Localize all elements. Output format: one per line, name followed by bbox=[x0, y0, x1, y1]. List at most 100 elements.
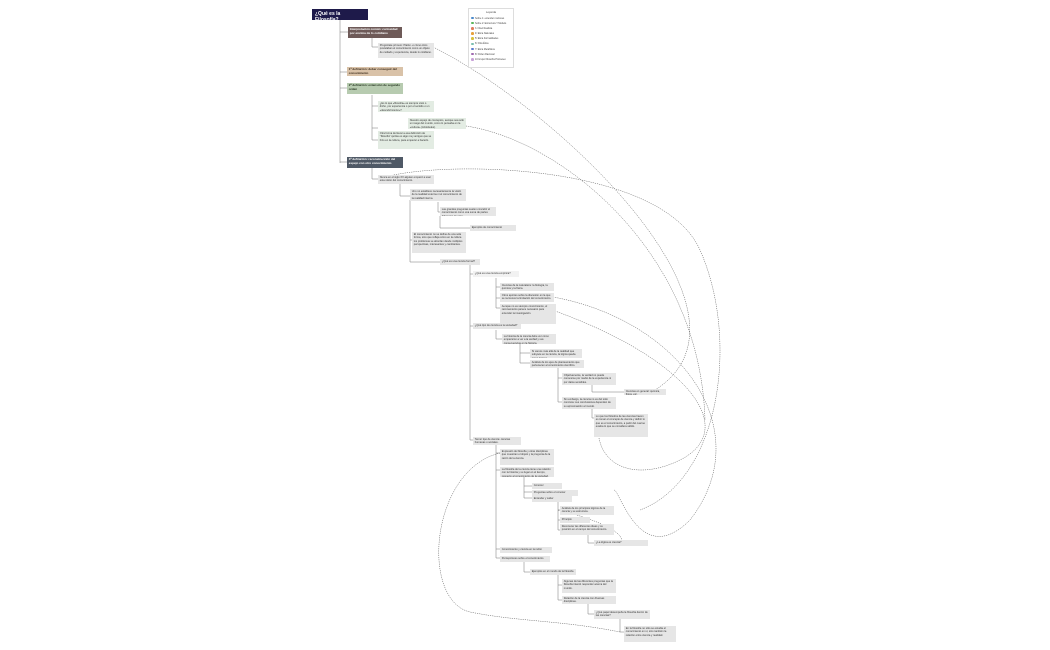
note-science-reality[interactable]: En la filosofía no sólo se estudia el co… bbox=[624, 626, 676, 642]
branch-second-definition[interactable]: 2ª definición: extensión de segundo orde… bbox=[347, 83, 403, 94]
edge-n33 bbox=[587, 533, 594, 544]
legend-item-label: Sobre 2: Estructura Y Modelo bbox=[474, 21, 507, 25]
legend-item[interactable]: 6ª Otra Ética bbox=[471, 41, 511, 46]
note-knowledge-definition[interactable]: El conocimiento no se define de una sola… bbox=[412, 232, 466, 253]
note-knowledge-limits[interactable]: Otros aportes sobre la discusión en la q… bbox=[500, 293, 554, 302]
map-title[interactable]: ¿Qué es la Filosofía? bbox=[312, 9, 368, 20]
edge-n5-n6 bbox=[399, 184, 410, 197]
legend-item-label: Sobre 1: extender nociones bbox=[474, 16, 505, 20]
legend-color-dot-icon bbox=[471, 42, 474, 46]
legend-color-dot-icon bbox=[471, 37, 474, 40]
note-other-definition[interactable]: Otra forma de llevar a esa definición de… bbox=[378, 131, 434, 149]
note-principle[interactable]: Principio bbox=[560, 517, 590, 523]
edge-n17-sub bbox=[519, 344, 530, 364]
note-logical-principles[interactable]: Análisis de los principios lógicos de la… bbox=[560, 506, 614, 515]
relation-link-3 bbox=[378, 168, 721, 511]
edge-n7-n8 bbox=[439, 216, 470, 229]
note-axes-analysis[interactable]: Análisis de los ejes de planteamiento qu… bbox=[530, 360, 584, 368]
note-questions-knowing[interactable]: Preguntas sobre el conocer bbox=[532, 490, 578, 496]
legend-item[interactable]: Sobre 2: Estructura Y Modelo bbox=[471, 21, 511, 26]
edge-n36-sub bbox=[523, 562, 530, 573]
legend-title: Leyenda bbox=[486, 11, 496, 14]
note-objective-truth[interactable]: Objetivamente, la verdad no puede conoce… bbox=[562, 373, 616, 385]
note-society-science[interactable]: ¿Qué tipo de ciencia es la sociedad? bbox=[473, 323, 521, 329]
legend-item[interactable]: 8ª Orden Racional bbox=[471, 52, 511, 57]
note-philosophy-seen[interactable]: ¿Es lo que «filosofía» es siempre visto … bbox=[378, 101, 434, 112]
edge-n23 bbox=[591, 406, 594, 419]
edge-b1-n1 bbox=[371, 37, 378, 48]
legend-item[interactable]: 4ª Etica Naturales bbox=[471, 31, 511, 36]
legend-item[interactable]: 5ª Etica Formalidades bbox=[471, 36, 511, 41]
note-philosophers-of-science[interactable]: Lo que los filósofos de las ciencias hac… bbox=[594, 414, 648, 437]
legend-item-label: 3. Nivel Realista bbox=[474, 26, 493, 30]
branch-third-definition[interactable]: 3ª definición: reconstrucción del espejo… bbox=[347, 157, 403, 168]
legend-item[interactable]: 7ª Etica Metafísica bbox=[471, 47, 511, 52]
edge-n6-n7 bbox=[437, 202, 440, 213]
legend-item-label: 6ª Otra Ética bbox=[474, 42, 489, 46]
note-understand-know[interactable]: Entender y saber bbox=[532, 496, 572, 502]
note-world-examples[interactable]: Ejemplos en el mundo de la filosofía bbox=[530, 569, 576, 575]
legend-item-label: 10 Grupo Filosofía Prometeo bbox=[474, 58, 506, 61]
edge-n16-sub bbox=[495, 330, 502, 340]
legend-color-dot-icon bbox=[471, 52, 474, 56]
note-knowledge-reason[interactable]: Conocimiento y ciencia en la razón bbox=[500, 547, 552, 553]
note-general-sciences[interactable]: Ciencias en general: química, física, et… bbox=[624, 389, 666, 395]
legend-item-label: 4ª Etica Naturales bbox=[474, 32, 495, 36]
legend-item-label: 7ª Etica Metafísica bbox=[474, 47, 495, 51]
edge-n37-sub bbox=[557, 575, 562, 601]
edge-n10-spine bbox=[469, 264, 473, 441]
edge-n19-sub bbox=[557, 367, 562, 403]
note-recognize-ideas[interactable]: Reconocer las diferentes ideas y su posi… bbox=[560, 524, 614, 535]
legend-color-dot-icon bbox=[471, 16, 474, 20]
note-perceptions[interactable]: Percepciones sobre el conocimiento bbox=[500, 556, 550, 562]
relation-link-5 bbox=[554, 310, 706, 471]
edge-n6-spine bbox=[409, 200, 440, 263]
note-natural-sciences[interactable]: Ciencias de la naturaleza: la biología, … bbox=[500, 283, 554, 291]
note-science-not-concrete[interactable]: Sin embargo, la ciencia no es del todo c… bbox=[562, 397, 616, 409]
legend-item[interactable]: 10 Grupo Filosofía Prometeo bbox=[471, 57, 511, 62]
note-history-of-science[interactable]: La historia de la ciencia debe ver como … bbox=[502, 334, 556, 344]
legend-color-dot-icon bbox=[471, 26, 474, 30]
note-questions-answered[interactable]: Algunas de las diferentes preguntas que … bbox=[562, 579, 616, 593]
note-philosophy-history[interactable]: La filosofía de la ciencia tiene una rel… bbox=[500, 467, 554, 477]
legend-color-dot-icon bbox=[471, 32, 474, 35]
edge-n11-sub bbox=[495, 278, 500, 309]
edge-n40 bbox=[619, 618, 624, 633]
note-concept-mirror[interactable]: Nuestro espejo de conceptos, aunque sea … bbox=[408, 118, 466, 129]
legend-color-dot-icon bbox=[471, 21, 474, 25]
relation-link-6 bbox=[438, 452, 621, 633]
edge-n39 bbox=[587, 604, 594, 615]
note-philosophy-disciplines[interactable]: Expresión de filosofía y otras disciplin… bbox=[500, 449, 554, 465]
note-great-questions[interactable]: Las grandes preguntas suelen concebir el… bbox=[440, 207, 496, 216]
edge-b4-spine bbox=[371, 168, 378, 180]
legend-item[interactable]: 3. Nivel Realista bbox=[471, 26, 511, 31]
note-human-sciences[interactable]: Tercer tipo de ciencia: ciencias humanas… bbox=[473, 437, 521, 445]
legend-item-label: 8ª Orden Racional bbox=[474, 52, 495, 56]
note-empirical-science[interactable]: ¿Qué es una ciencia empírica? bbox=[473, 271, 519, 277]
edge-n25-sub bbox=[523, 475, 532, 499]
relation-link-1 bbox=[432, 46, 690, 394]
note-external-reality[interactable]: Uno no establece necesariamente la visió… bbox=[410, 189, 466, 201]
note-role-of-philosophy[interactable]: ¿Qué papel desempeña la filosofía dentro… bbox=[594, 610, 650, 619]
note-knowledge-examples[interactable]: Ejemplos de conocimiento bbox=[470, 225, 516, 231]
relation-link-4 bbox=[552, 296, 717, 537]
note-reasoning-necessary[interactable]: Aunque no es siempre conocimiento, el ra… bbox=[500, 304, 556, 324]
branch-common-interpretation[interactable]: Interpretación común: curiosidad por enc… bbox=[348, 27, 402, 38]
note-formal-science[interactable]: ¿Qué es una ciencia formal? bbox=[440, 259, 480, 265]
legend-item[interactable]: Sobre 1: extender nociones bbox=[471, 16, 511, 21]
relation-link-2 bbox=[465, 125, 706, 421]
edge-n24-sub bbox=[495, 444, 500, 559]
connector-lines bbox=[339, 20, 624, 633]
note-logic-base[interactable]: Si vamos más allá de la realidad que sub… bbox=[530, 349, 582, 358]
branch-first-definition[interactable]: 1ª definición: deber conseguir del conoc… bbox=[347, 67, 403, 76]
note-conocer[interactable]: Conocer bbox=[532, 483, 562, 489]
note-disciplines-relation[interactable]: Relación de la ciencia con diversas disc… bbox=[562, 596, 616, 604]
note-twentieth-century[interactable]: Nunca en el siglo XX alguien empezó a us… bbox=[378, 175, 434, 184]
edge-b3-notes bbox=[371, 95, 378, 141]
legend-color-dot-icon bbox=[471, 58, 474, 61]
note-plato[interactable]: Pregúntate primero: Platón -o cómo otros… bbox=[378, 43, 434, 58]
note-is-logic-science[interactable]: ¿La lógica es ciencia? bbox=[594, 540, 648, 546]
edge-n21 bbox=[591, 383, 624, 393]
